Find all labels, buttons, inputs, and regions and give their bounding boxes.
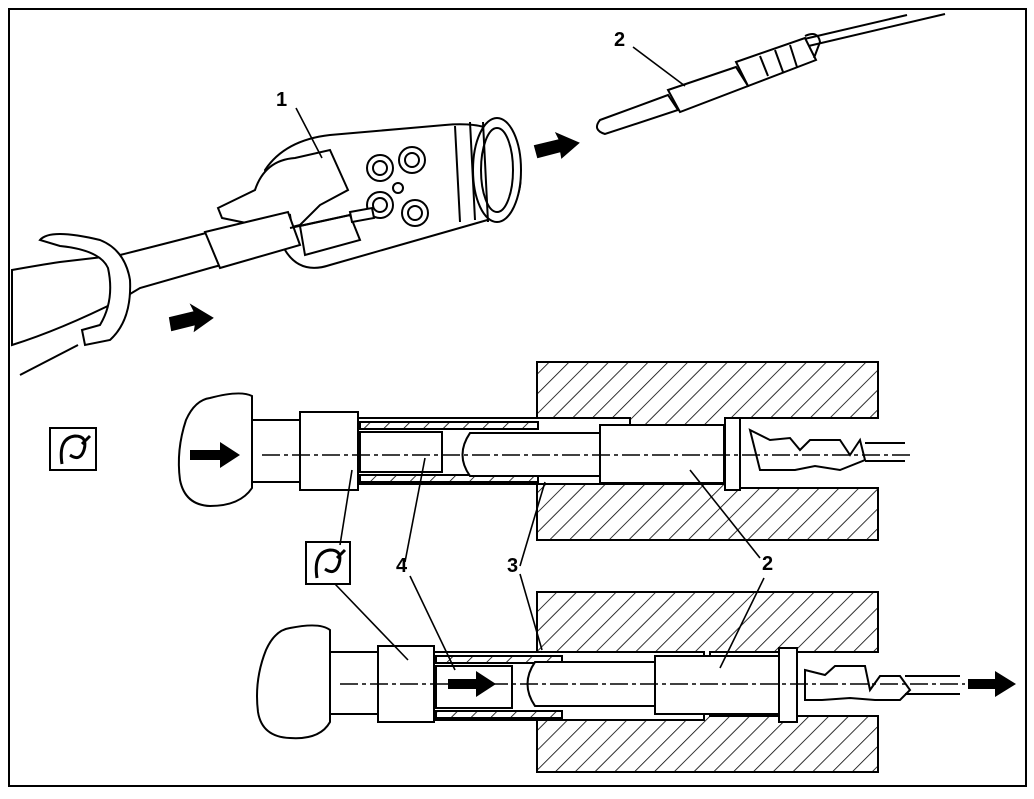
outer-frame xyxy=(8,8,1027,787)
section-view-2 xyxy=(256,591,965,773)
connector-housing-part-1 xyxy=(216,117,522,269)
callout-2-top: 2 xyxy=(614,29,625,51)
callout-4: 4 xyxy=(396,555,408,577)
arrow-tool-insert xyxy=(168,303,214,333)
tool-symbol-icon xyxy=(49,427,97,471)
arrow-section-2-pull xyxy=(968,671,1016,697)
top-assembly-view xyxy=(11,13,946,376)
arrow-terminal-push xyxy=(533,132,580,159)
callout-1: 1 xyxy=(276,89,287,111)
removal-tool xyxy=(11,206,376,376)
arrow-section-1-push xyxy=(190,442,240,468)
section-view-1 xyxy=(177,361,910,541)
callout-3: 3 xyxy=(507,555,518,577)
callout-2-mid: 2 xyxy=(762,553,773,575)
terminal-part-2 xyxy=(595,33,822,136)
arrow-section-2-push xyxy=(448,671,496,697)
tool-symbol-icon xyxy=(305,541,351,585)
